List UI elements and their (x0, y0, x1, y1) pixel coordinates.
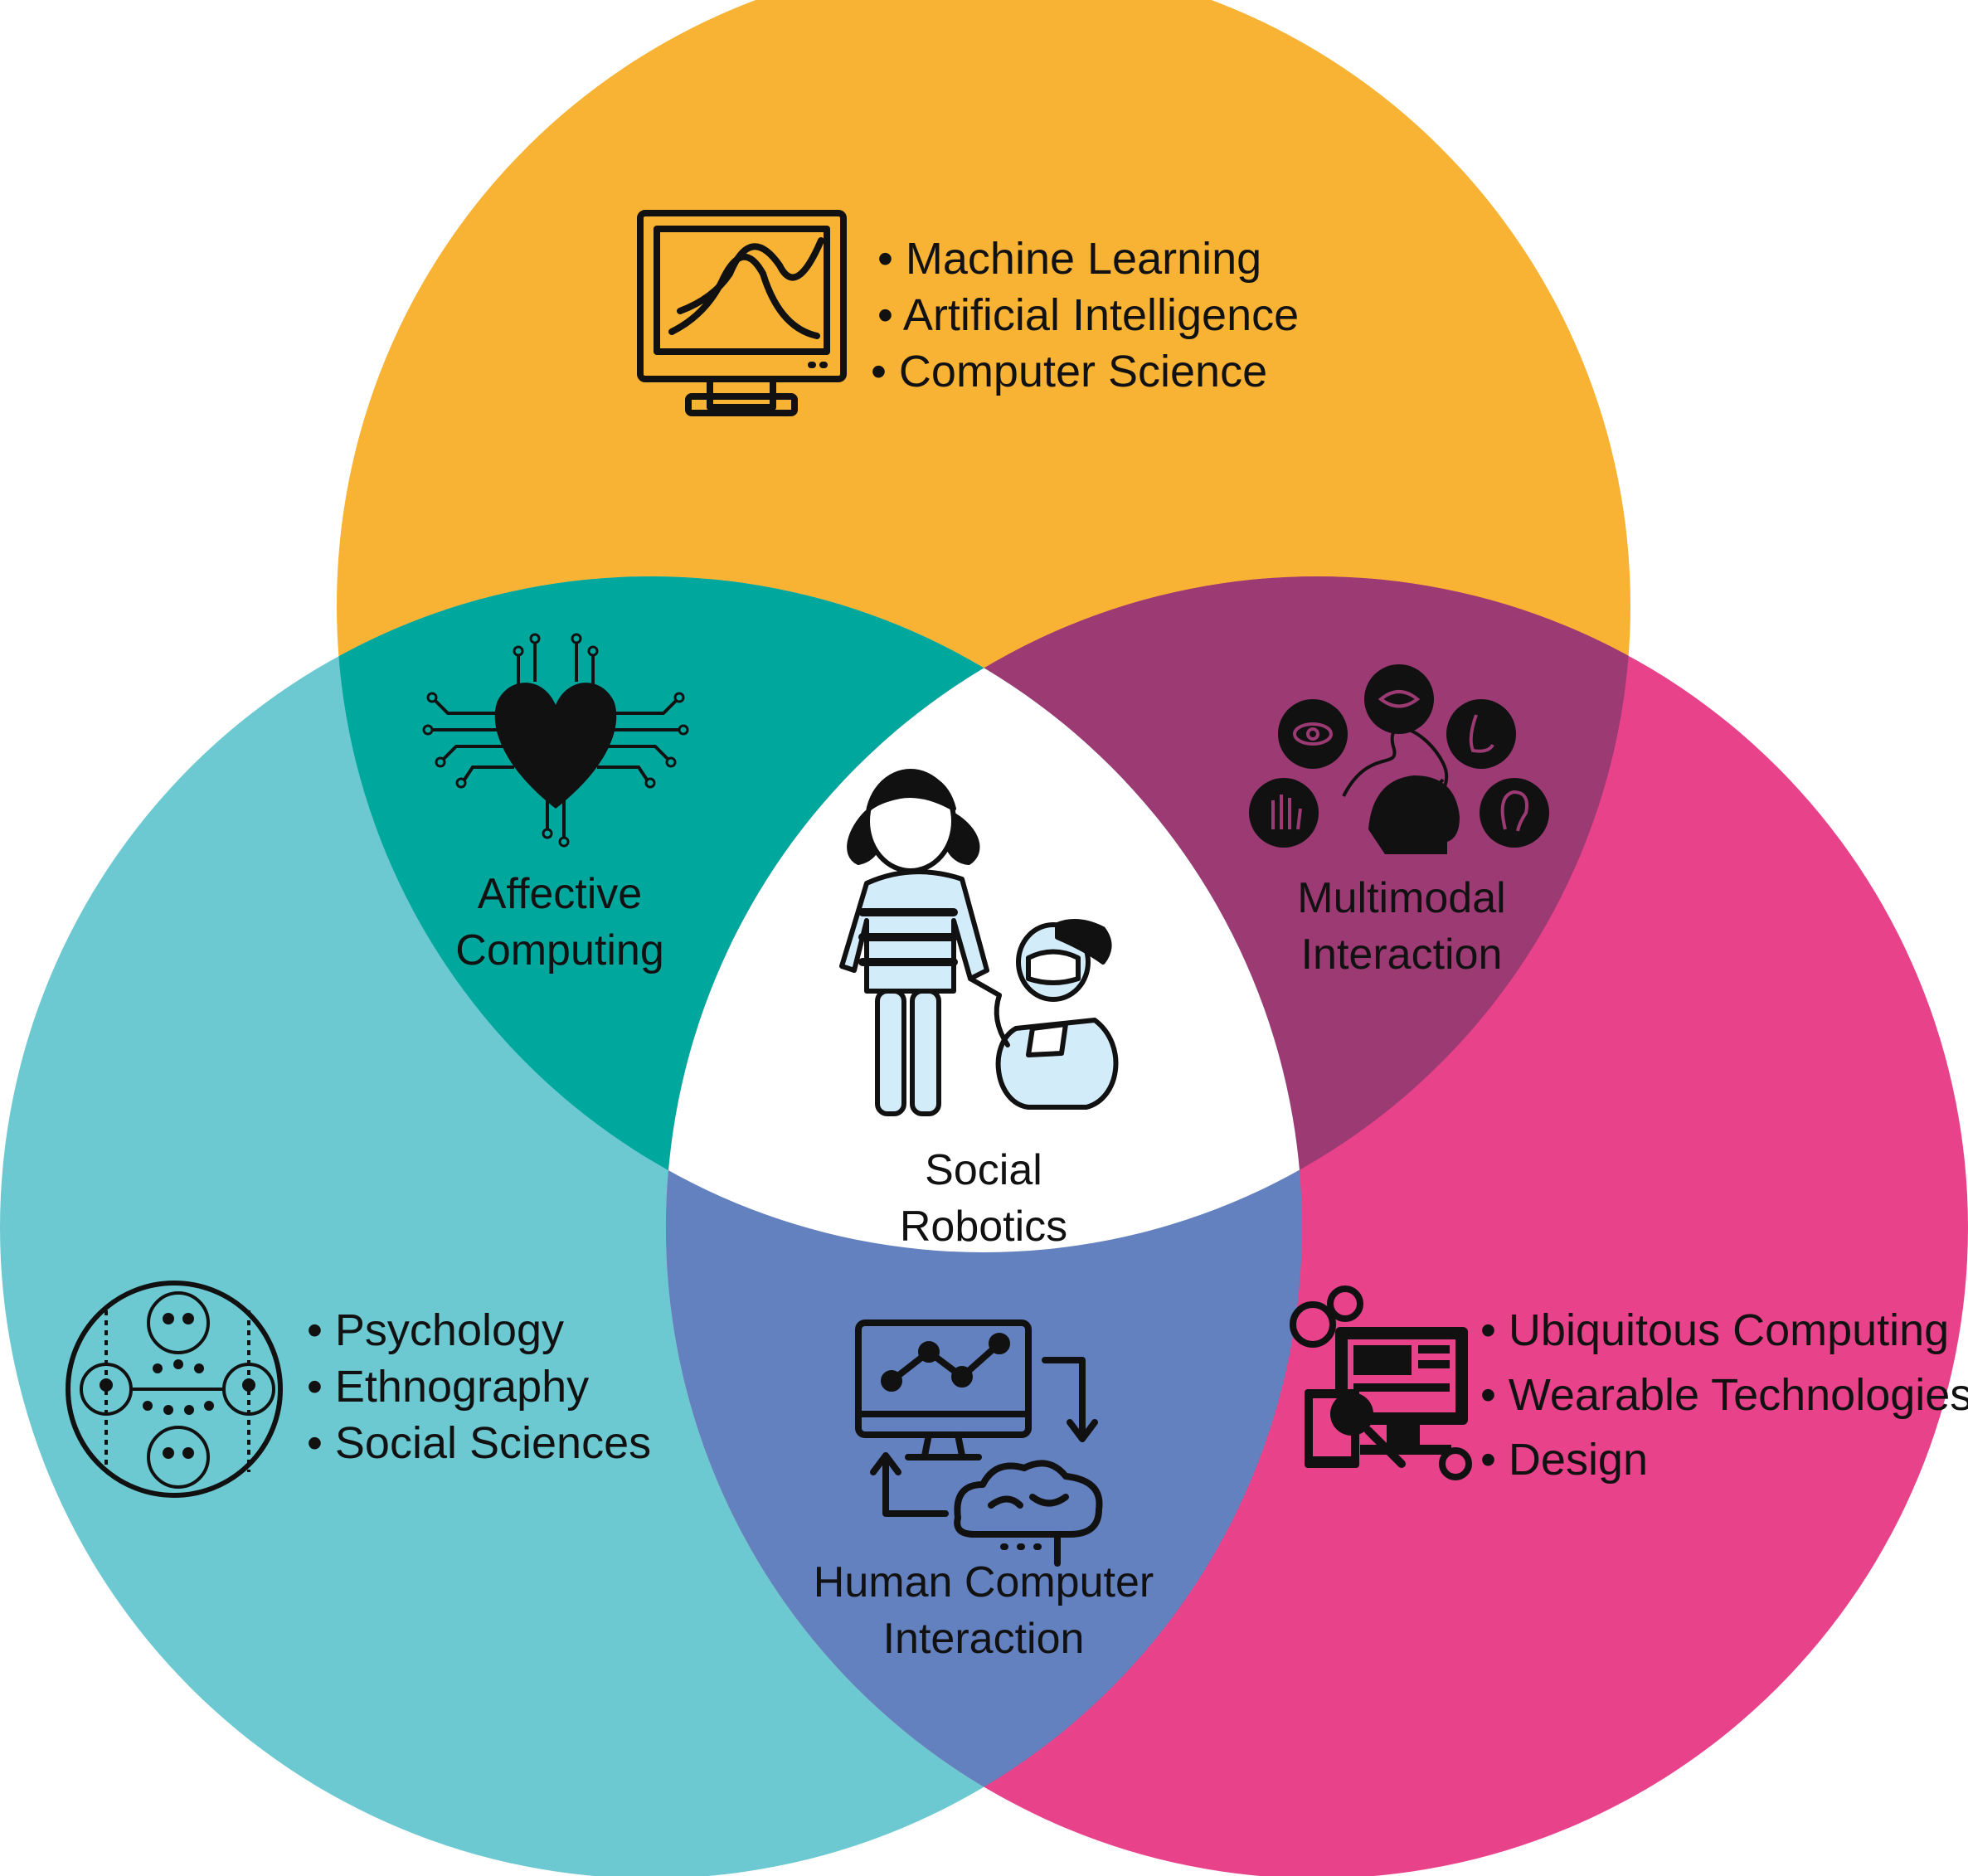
center-overlap (666, 576, 1302, 1252)
affective-computing-label-line2: Computing (455, 926, 663, 974)
top-item-artificial-intelligence: • Artificial Intelligence (877, 290, 1299, 340)
computer-brain-cycle-icon (855, 1320, 1103, 1567)
multimodal-interaction-label-line2: Interaction (1301, 931, 1503, 979)
left-item-psychology: • Psychology (307, 1305, 564, 1355)
social-network-icon (66, 1281, 283, 1498)
left-item-ethnography: • Ethnography (307, 1362, 589, 1412)
left-item-social-sciences: • Social Sciences (307, 1418, 651, 1468)
child-and-robot-icon (839, 769, 1119, 1116)
circuit-heart-icon (422, 633, 689, 848)
monitor-chart-icon (637, 210, 847, 416)
social-robotics-label-line2: Robotics (900, 1203, 1067, 1251)
hci-label-line2: Interaction (883, 1615, 1085, 1663)
top-item-machine-learning: • Machine Learning (877, 234, 1261, 284)
affective-computing-label-line1: Affective (478, 870, 642, 918)
hci-label-line1: Human Computer (814, 1558, 1154, 1606)
multimodal-interaction-label-line1: Multimodal (1297, 874, 1505, 922)
right-item-design: • Design (1480, 1435, 1648, 1485)
right-item-wearable-technologies: • Wearable Technologies (1480, 1370, 1968, 1420)
right-item-ubiquitous-computing: • Ubiquitous Computing (1480, 1305, 1949, 1355)
social-robotics-label-line1: Social (925, 1146, 1042, 1194)
senses-icon (1249, 664, 1549, 854)
top-item-computer-science: • Computer Science (871, 347, 1267, 396)
devices-design-icon (1290, 1285, 1472, 1480)
